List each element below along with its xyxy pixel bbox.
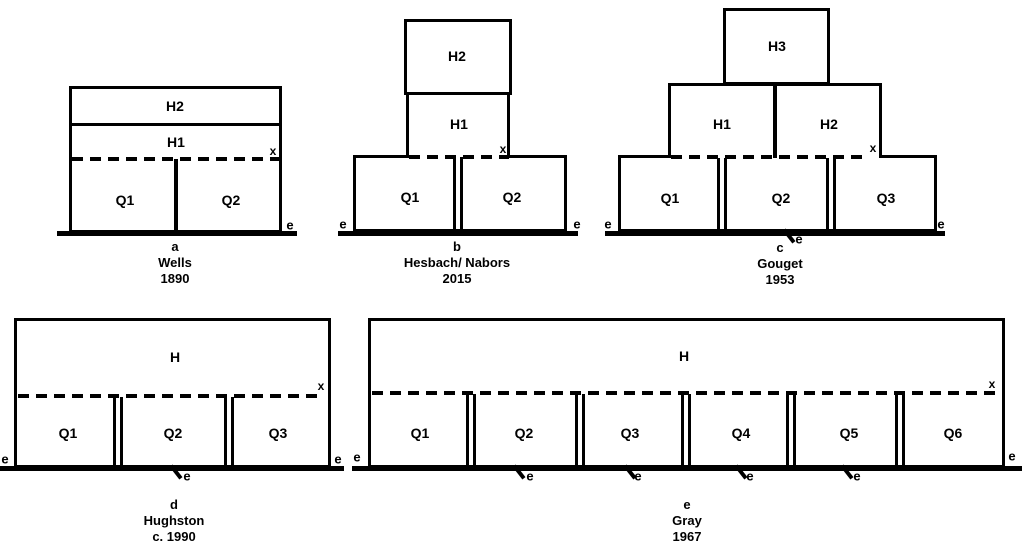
- panel-label-h: H: [678, 348, 690, 364]
- seam-divider: [174, 159, 178, 233]
- e-marker: e: [526, 468, 534, 484]
- x-marker: x: [317, 379, 325, 393]
- e-marker: e: [573, 216, 581, 232]
- ground-line: [338, 231, 578, 236]
- caption-letter: c: [776, 240, 784, 255]
- x-marker: x: [269, 144, 277, 158]
- panel-label-q6: Q6: [943, 425, 963, 441]
- caption: d Hughston c. 1990: [144, 497, 205, 545]
- panel-label-h: H: [169, 349, 181, 365]
- e-marker: e: [334, 451, 342, 467]
- panel-label-q3: Q3: [268, 425, 288, 441]
- panel-label-q1: Q1: [410, 425, 430, 441]
- double-seam-divider: [786, 394, 796, 468]
- shoulder-right: [509, 155, 567, 158]
- caption-name: Hesbach/ Nabors: [403, 255, 511, 270]
- caption-name: Hughston: [143, 513, 205, 528]
- panel-label-h1: H1: [713, 116, 731, 132]
- e-marker: e: [853, 468, 861, 484]
- caption-name: Wells: [158, 255, 192, 270]
- fold-line-x: [18, 394, 324, 398]
- double-seam-divider: [681, 394, 691, 468]
- caption-year: c. 1990: [152, 529, 196, 544]
- panel-label-q2: Q2: [502, 189, 522, 205]
- ground-line: [605, 231, 945, 236]
- base-rect: [618, 155, 937, 232]
- caption-year: 2015: [442, 271, 472, 286]
- caption: e Gray 1967: [672, 497, 702, 545]
- caption-letter: e: [683, 497, 691, 512]
- x-marker: x: [988, 377, 996, 391]
- caption: a Wells 1890: [158, 239, 192, 287]
- double-seam-divider: [895, 394, 905, 468]
- panel-label-h2: H2: [448, 48, 466, 64]
- panel-label-h2: H2: [820, 116, 838, 132]
- double-seam-divider: [826, 158, 836, 232]
- h-row-rect: [668, 83, 882, 158]
- h1-h2-divider: [773, 85, 777, 158]
- double-seam-divider: [224, 397, 234, 468]
- caption-letter: d: [170, 497, 178, 512]
- fold-line-x: [409, 155, 509, 159]
- caption: c Gouget 1953: [757, 240, 803, 288]
- shoulder-right: [879, 155, 937, 158]
- panel-label-q1: Q1: [58, 425, 78, 441]
- panel-label-q3: Q3: [876, 190, 896, 206]
- shoulder-left: [353, 155, 409, 158]
- caption: b Hesbach/ Nabors 2015: [404, 239, 510, 287]
- e-marker: e: [1, 451, 9, 467]
- h1-rect: [406, 94, 510, 158]
- panel-label-h1: H1: [167, 134, 185, 150]
- double-seam-divider: [113, 397, 123, 468]
- e-marker: e: [339, 216, 347, 232]
- caption-year: 1953: [765, 272, 795, 287]
- e-marker: e: [286, 217, 294, 233]
- e-marker: e: [604, 216, 612, 232]
- panel-label-q2: Q2: [771, 190, 791, 206]
- panel-label-q1: Q1: [400, 189, 420, 205]
- e-marker: e: [746, 468, 754, 484]
- double-seam-divider: [717, 158, 727, 232]
- e-marker: e: [1008, 448, 1016, 464]
- panel-label-q1: Q1: [115, 192, 135, 208]
- panel-label-h1: H1: [450, 116, 468, 132]
- ground-line: [352, 466, 1022, 471]
- panel-label-q2: Q2: [221, 192, 241, 208]
- e-marker: e: [353, 449, 361, 465]
- panel-label-q3: Q3: [620, 425, 640, 441]
- e-marker: e: [634, 468, 642, 484]
- h2-h1-divider: [69, 123, 282, 126]
- panel-label-q2: Q2: [163, 425, 183, 441]
- panel-label-q2: Q2: [514, 425, 534, 441]
- caption-name: Gouget: [757, 256, 803, 271]
- panel-label-q4: Q4: [731, 425, 751, 441]
- e-marker: e: [183, 468, 191, 484]
- double-seam-divider: [575, 394, 585, 468]
- panel-label-h2: H2: [166, 98, 184, 114]
- shoulder-left: [618, 155, 668, 158]
- panel-label-h3: H3: [768, 38, 786, 54]
- e-marker: e: [937, 216, 945, 232]
- caption-name: Gray: [672, 513, 702, 528]
- x-marker: x: [869, 141, 877, 155]
- ground-line: [57, 231, 297, 236]
- e-marker: e: [795, 231, 803, 247]
- panel-label-q5: Q5: [839, 425, 859, 441]
- caption-year: 1967: [672, 529, 702, 544]
- x-marker: x: [499, 142, 507, 156]
- caption-letter: a: [171, 239, 179, 254]
- panel-label-q1: Q1: [660, 190, 680, 206]
- double-seam-divider: [453, 157, 463, 232]
- double-seam-divider: [466, 394, 476, 468]
- fold-line-x: [671, 155, 868, 159]
- fold-line-x: [372, 391, 1000, 395]
- caption-year: 1890: [160, 271, 190, 286]
- h2-rect: [404, 19, 512, 95]
- caption-letter: b: [453, 239, 461, 254]
